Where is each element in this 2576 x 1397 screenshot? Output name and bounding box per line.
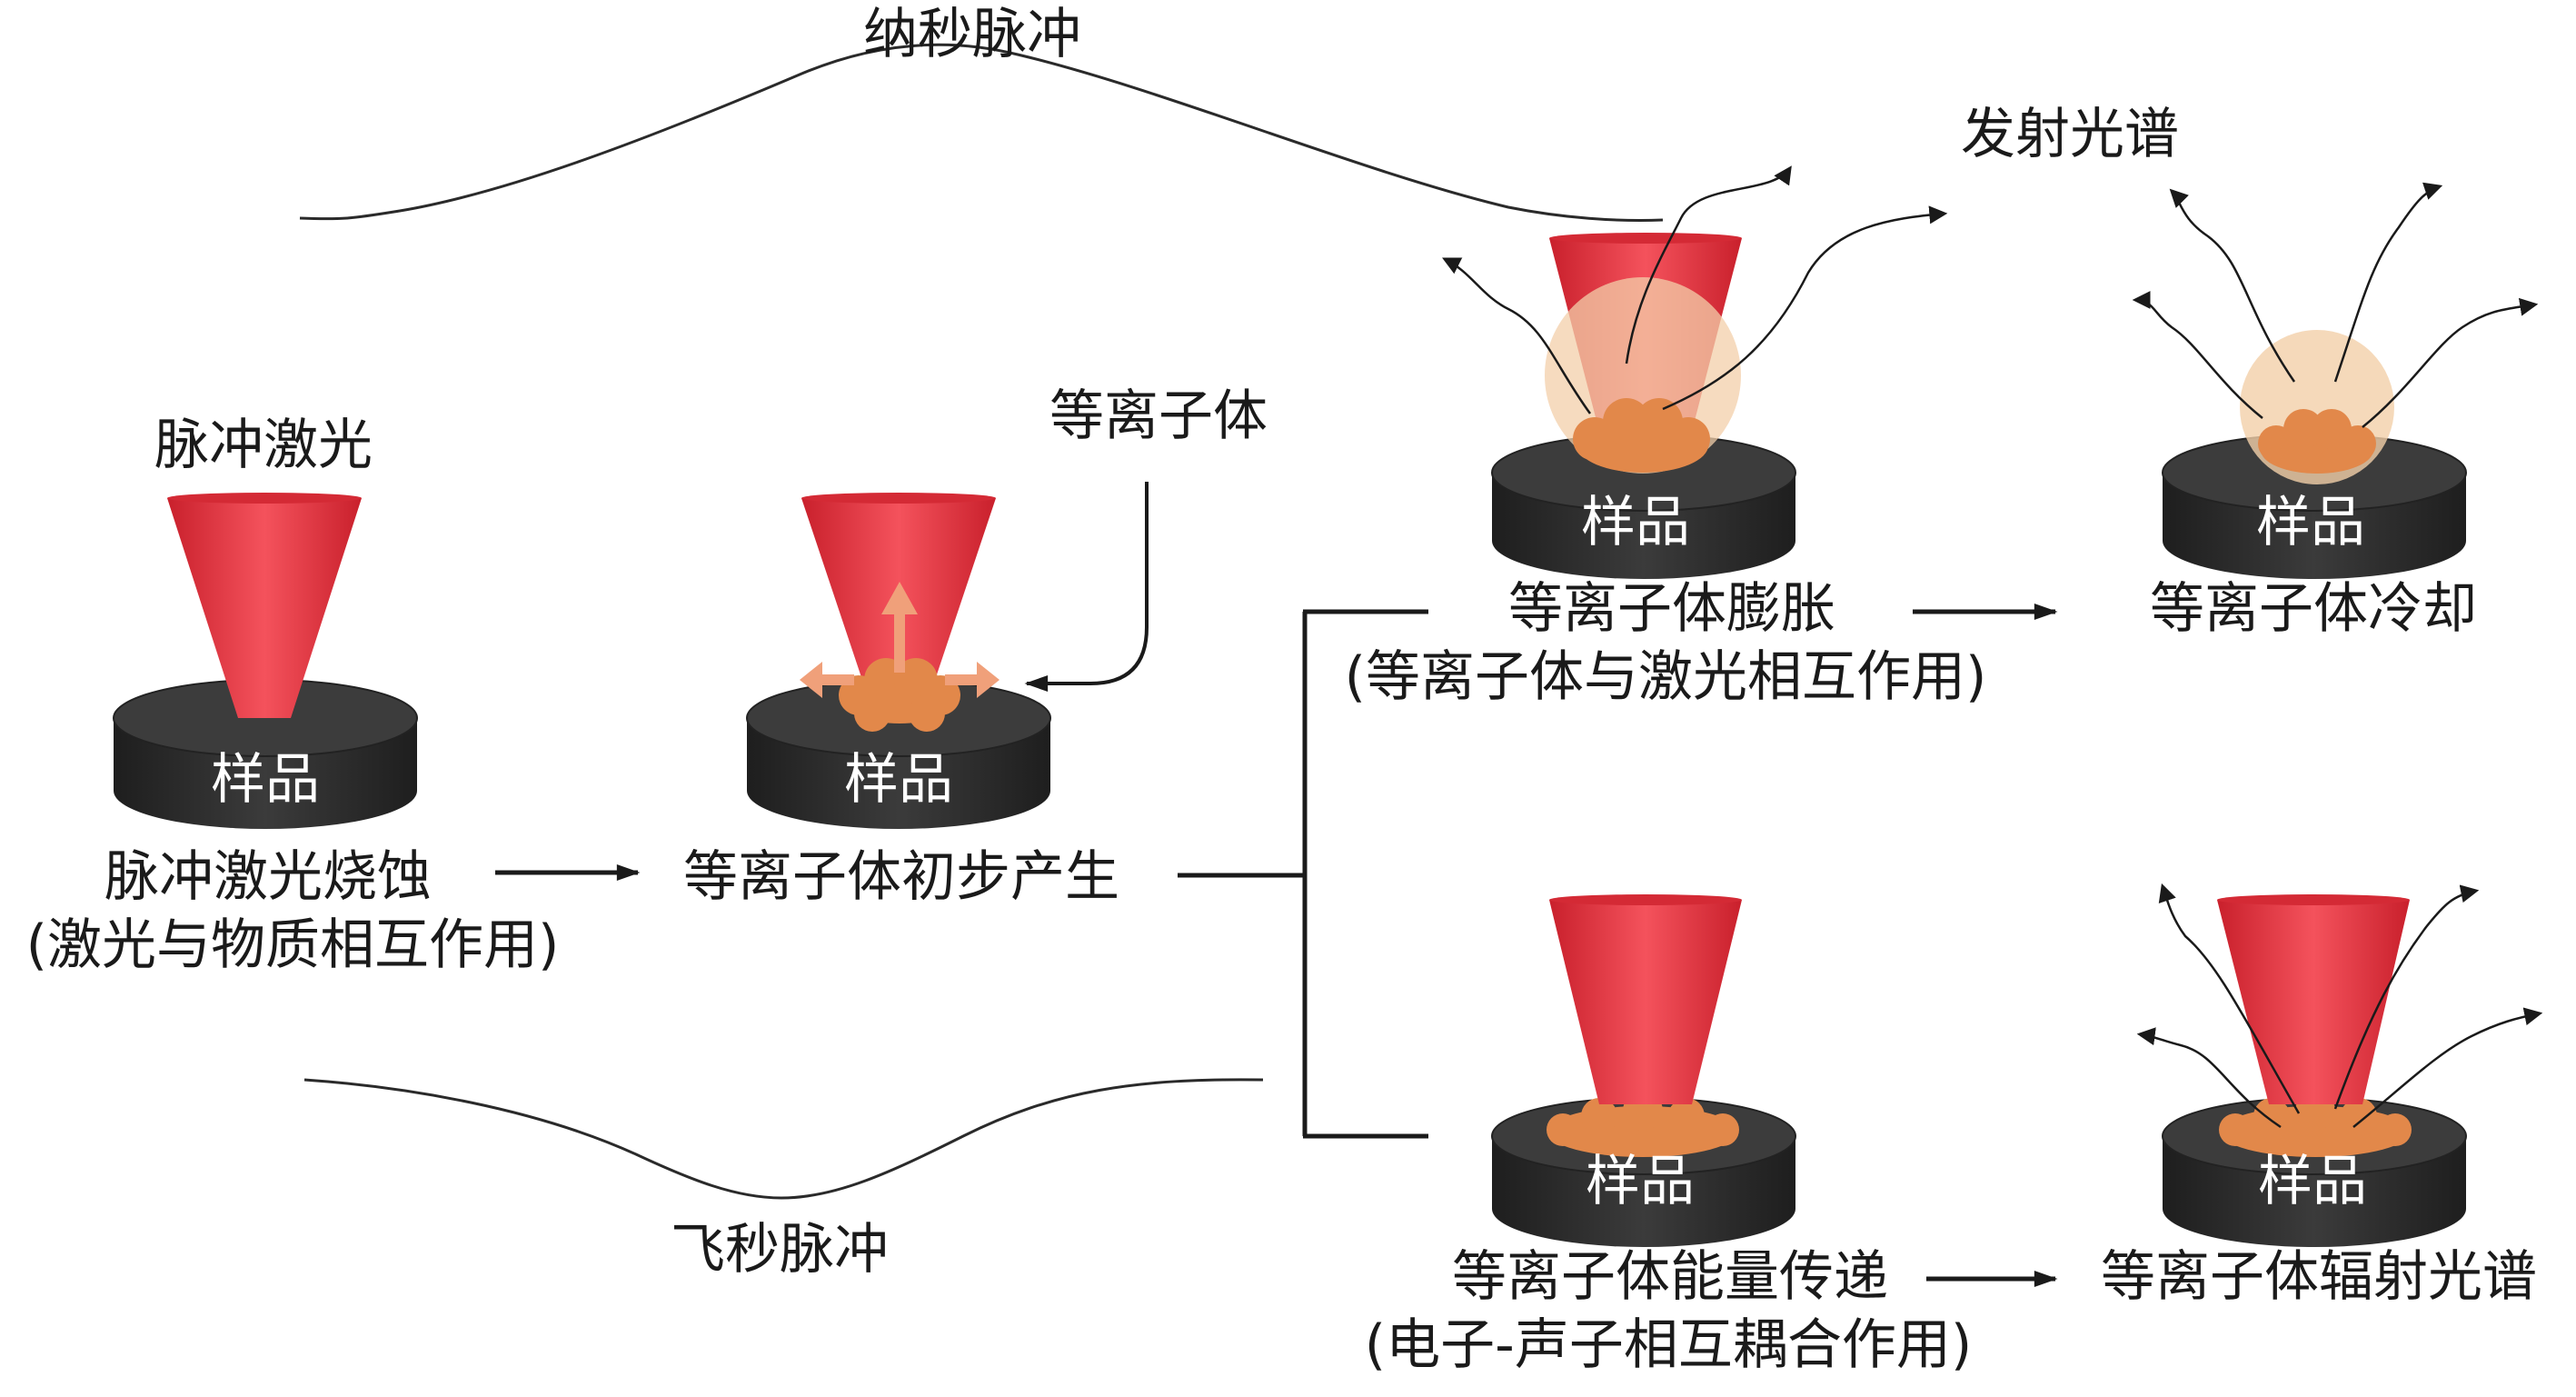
plasma-pointer-arrow — [1024, 482, 1149, 692]
sample-disk: 样品 — [2162, 434, 2467, 579]
plasma-blob — [1573, 398, 1710, 473]
branch-connector — [1178, 609, 1428, 1139]
ns-pulse-label: 纳秒脉冲 — [863, 3, 1081, 66]
node-radiation-name: 等离子体辐射光谱 — [2101, 1245, 2537, 1309]
ns-pulse-waveform — [299, 43, 1664, 222]
stage-plasma-expansion: 样品 发射光谱 等离子体膨胀 (等离子体与激光相互作用) — [1345, 103, 2179, 709]
plasma-blob — [839, 658, 960, 732]
plasma-blob — [2258, 409, 2376, 474]
node-energy-transfer-name: 等离子体能量传递 — [1452, 1245, 1888, 1309]
node-cooling-name: 等离子体冷却 — [2150, 577, 2477, 641]
stage-laser-ablation: 脉冲激光 样品 脉冲激光烧蚀 (激光与物质相互作用) — [26, 414, 560, 977]
sample-disk: 样品 — [113, 679, 418, 829]
pulse-laser-label: 脉冲激光 — [154, 414, 373, 477]
fs-pulse-waveform — [303, 1078, 1264, 1200]
stage-plasma-cooling: 样品 等离子体冷却 — [2132, 182, 2539, 641]
emission-rays — [2136, 883, 2543, 1129]
expansion-arrows — [800, 582, 1000, 698]
sample-label: 样品 — [211, 748, 320, 812]
node-initial-plasma-name: 等离子体初步产生 — [683, 845, 1119, 909]
emission-rays — [2132, 182, 2539, 428]
sample-label: 样品 — [2256, 491, 2365, 554]
node-expansion-name: 等离子体膨胀 — [1508, 577, 1835, 641]
plasma-layer — [1547, 1091, 1739, 1157]
laser-beam — [167, 498, 362, 718]
sample-label: 样品 — [844, 748, 953, 812]
node-energy-transfer-note: (电子-声子相互耦合作用) — [1365, 1313, 1972, 1377]
sample-label: 样品 — [1581, 491, 1690, 554]
node-expansion-note: (等离子体与激光相互作用) — [1345, 645, 1987, 709]
emission-rays — [1442, 165, 1948, 414]
plasma-label: 等离子体 — [1049, 384, 1268, 448]
emission-label: 发射光谱 — [1961, 103, 2179, 166]
fs-pulse-label: 飞秒脉冲 — [671, 1218, 889, 1282]
node-laser-ablation-note: (激光与物质相互作用) — [26, 913, 560, 977]
node-laser-ablation-name: 脉冲激光烧蚀 — [104, 845, 432, 909]
stage-initial-plasma: 样品 等离子体 等离子体初步产生 — [683, 384, 1268, 909]
sample-label: 样品 — [1586, 1150, 1695, 1213]
stage-energy-transfer: 样品 等离子体能量传递 (电子-声子相互耦合作用) — [1365, 894, 1972, 1377]
sample-label: 样品 — [2258, 1150, 2367, 1213]
laser-beam — [1549, 900, 1742, 1104]
stage-radiation: 样品 等离子体辐射光谱 — [2101, 883, 2543, 1309]
